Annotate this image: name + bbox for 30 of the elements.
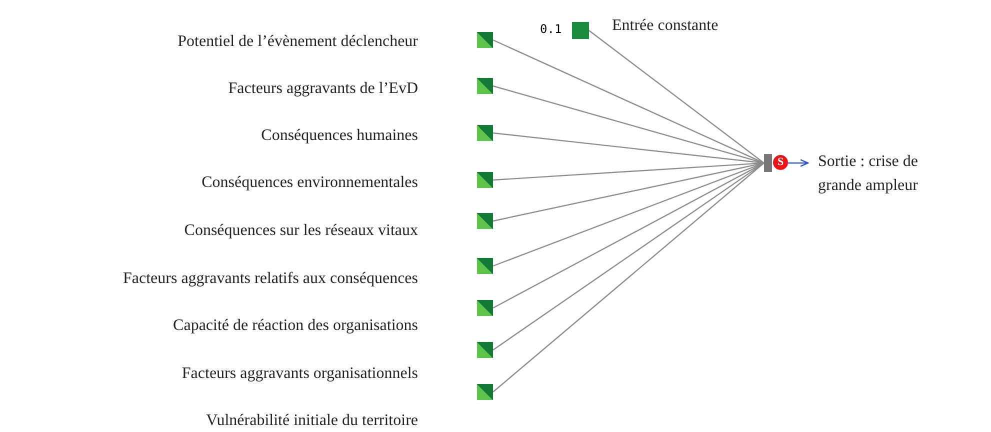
input-label: Capacité de réaction des organisations — [173, 317, 418, 335]
input-label: Vulnérabilité initiale du territoire — [206, 412, 418, 430]
neuron-node — [764, 154, 788, 172]
input-label: Potentiel de l’évènement déclencheur — [178, 33, 418, 51]
weight-value: 0.1 — [540, 22, 562, 36]
input-square — [477, 258, 493, 274]
connection-line — [492, 162, 764, 350]
input-square — [477, 172, 493, 188]
input-label: Conséquences environnementales — [202, 174, 418, 192]
connection-line — [492, 162, 764, 392]
input-square — [477, 125, 493, 141]
constant-input-square — [572, 22, 589, 39]
input-square — [477, 342, 493, 358]
output-arrow — [788, 159, 809, 167]
input-square — [477, 32, 493, 48]
input-square — [477, 384, 493, 400]
input-square — [477, 213, 493, 229]
input-label: Facteurs aggravants de l’EvD — [228, 80, 418, 98]
connection-line — [588, 30, 764, 164]
input-label: Conséquences sur les réseaux vitaux — [184, 222, 418, 240]
constant-input-label: Entrée constante — [612, 17, 718, 35]
activation-symbol: S — [773, 155, 788, 170]
input-label: Conséquences humaines — [261, 127, 418, 145]
input-label: Facteurs aggravants relatifs aux conséquences — [123, 270, 418, 288]
input-square — [477, 300, 493, 316]
input-label: Facteurs aggravants organisationnels — [182, 365, 418, 383]
connection-line — [492, 132, 764, 164]
output-label: Sortie : crise de grande ampleur — [818, 150, 948, 198]
input-square — [477, 78, 493, 94]
connection-line — [492, 39, 764, 164]
